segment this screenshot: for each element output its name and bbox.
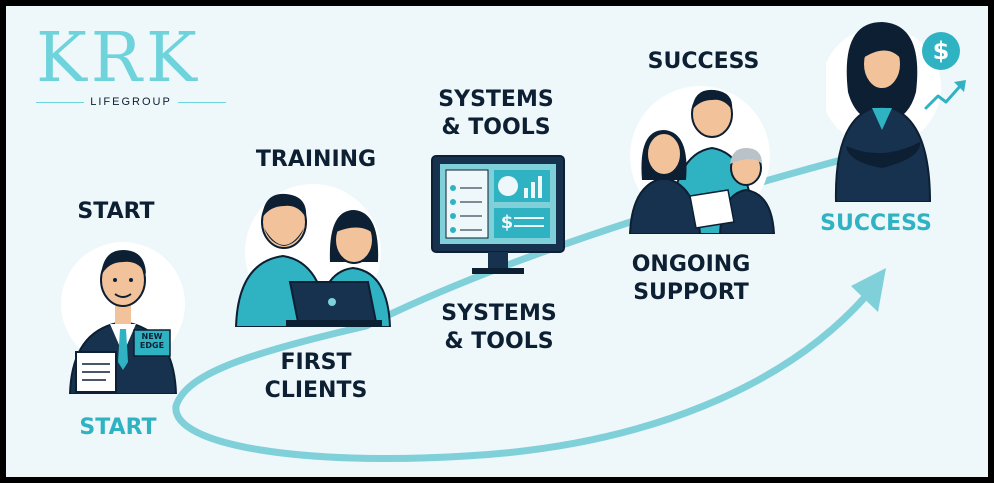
infographic-canvas: KRK LIFEGROUP START START TRAINING FIRST… [6,6,988,477]
label-systems-bottom-line1: SYSTEMS [441,301,557,326]
logo-rule-left [36,101,85,103]
label-systems-top-line1: SYSTEMS [438,87,554,112]
success-person-illustration [826,22,941,202]
logo-tagline-row: LIFEGROUP [36,96,227,108]
badge-text: NEW EDGE [139,332,165,350]
logo: KRK LIFEGROUP [36,24,236,114]
start-badge [133,329,171,357]
systems-monitor-illustration [431,155,565,274]
label-first-clients-line2: CLIENTS [264,378,368,403]
label-success-right: SUCCESS [820,211,932,236]
label-ongoing-support: ONGOING SUPPORT [621,251,761,307]
label-systems-top: SYSTEMS & TOOLS [426,86,566,142]
label-first-clients-line1: FIRST [280,350,352,375]
label-first-clients: FIRST CLIENTS [256,349,376,405]
start-person-illustration [61,242,185,394]
training-illustration [234,184,392,327]
label-success-top: SUCCESS [647,49,760,74]
label-systems-bottom: SYSTEMS & TOOLS [429,300,569,356]
arrow-head [851,268,886,312]
logo-brand: KRK [36,19,201,98]
label-systems-bottom-line2: & TOOLS [444,329,554,354]
dollar-coin-icon: $ [922,32,960,70]
growth-arrow-icon [924,80,966,110]
monitor-dollar-icon: $ [500,212,514,233]
logo-rule-right [177,101,227,103]
dollar-coin-symbol: $ [932,37,950,65]
label-ongoing-line1: ONGOING [631,252,751,277]
label-training: TRAINING [255,147,377,172]
logo-tagline: LIFEGROUP [90,96,172,108]
label-start-top: START [77,199,155,224]
family-illustration [628,86,776,234]
label-ongoing-line2: SUPPORT [633,280,749,305]
label-start-bottom: START [79,415,157,440]
label-systems-top-line2: & TOOLS [441,115,551,140]
